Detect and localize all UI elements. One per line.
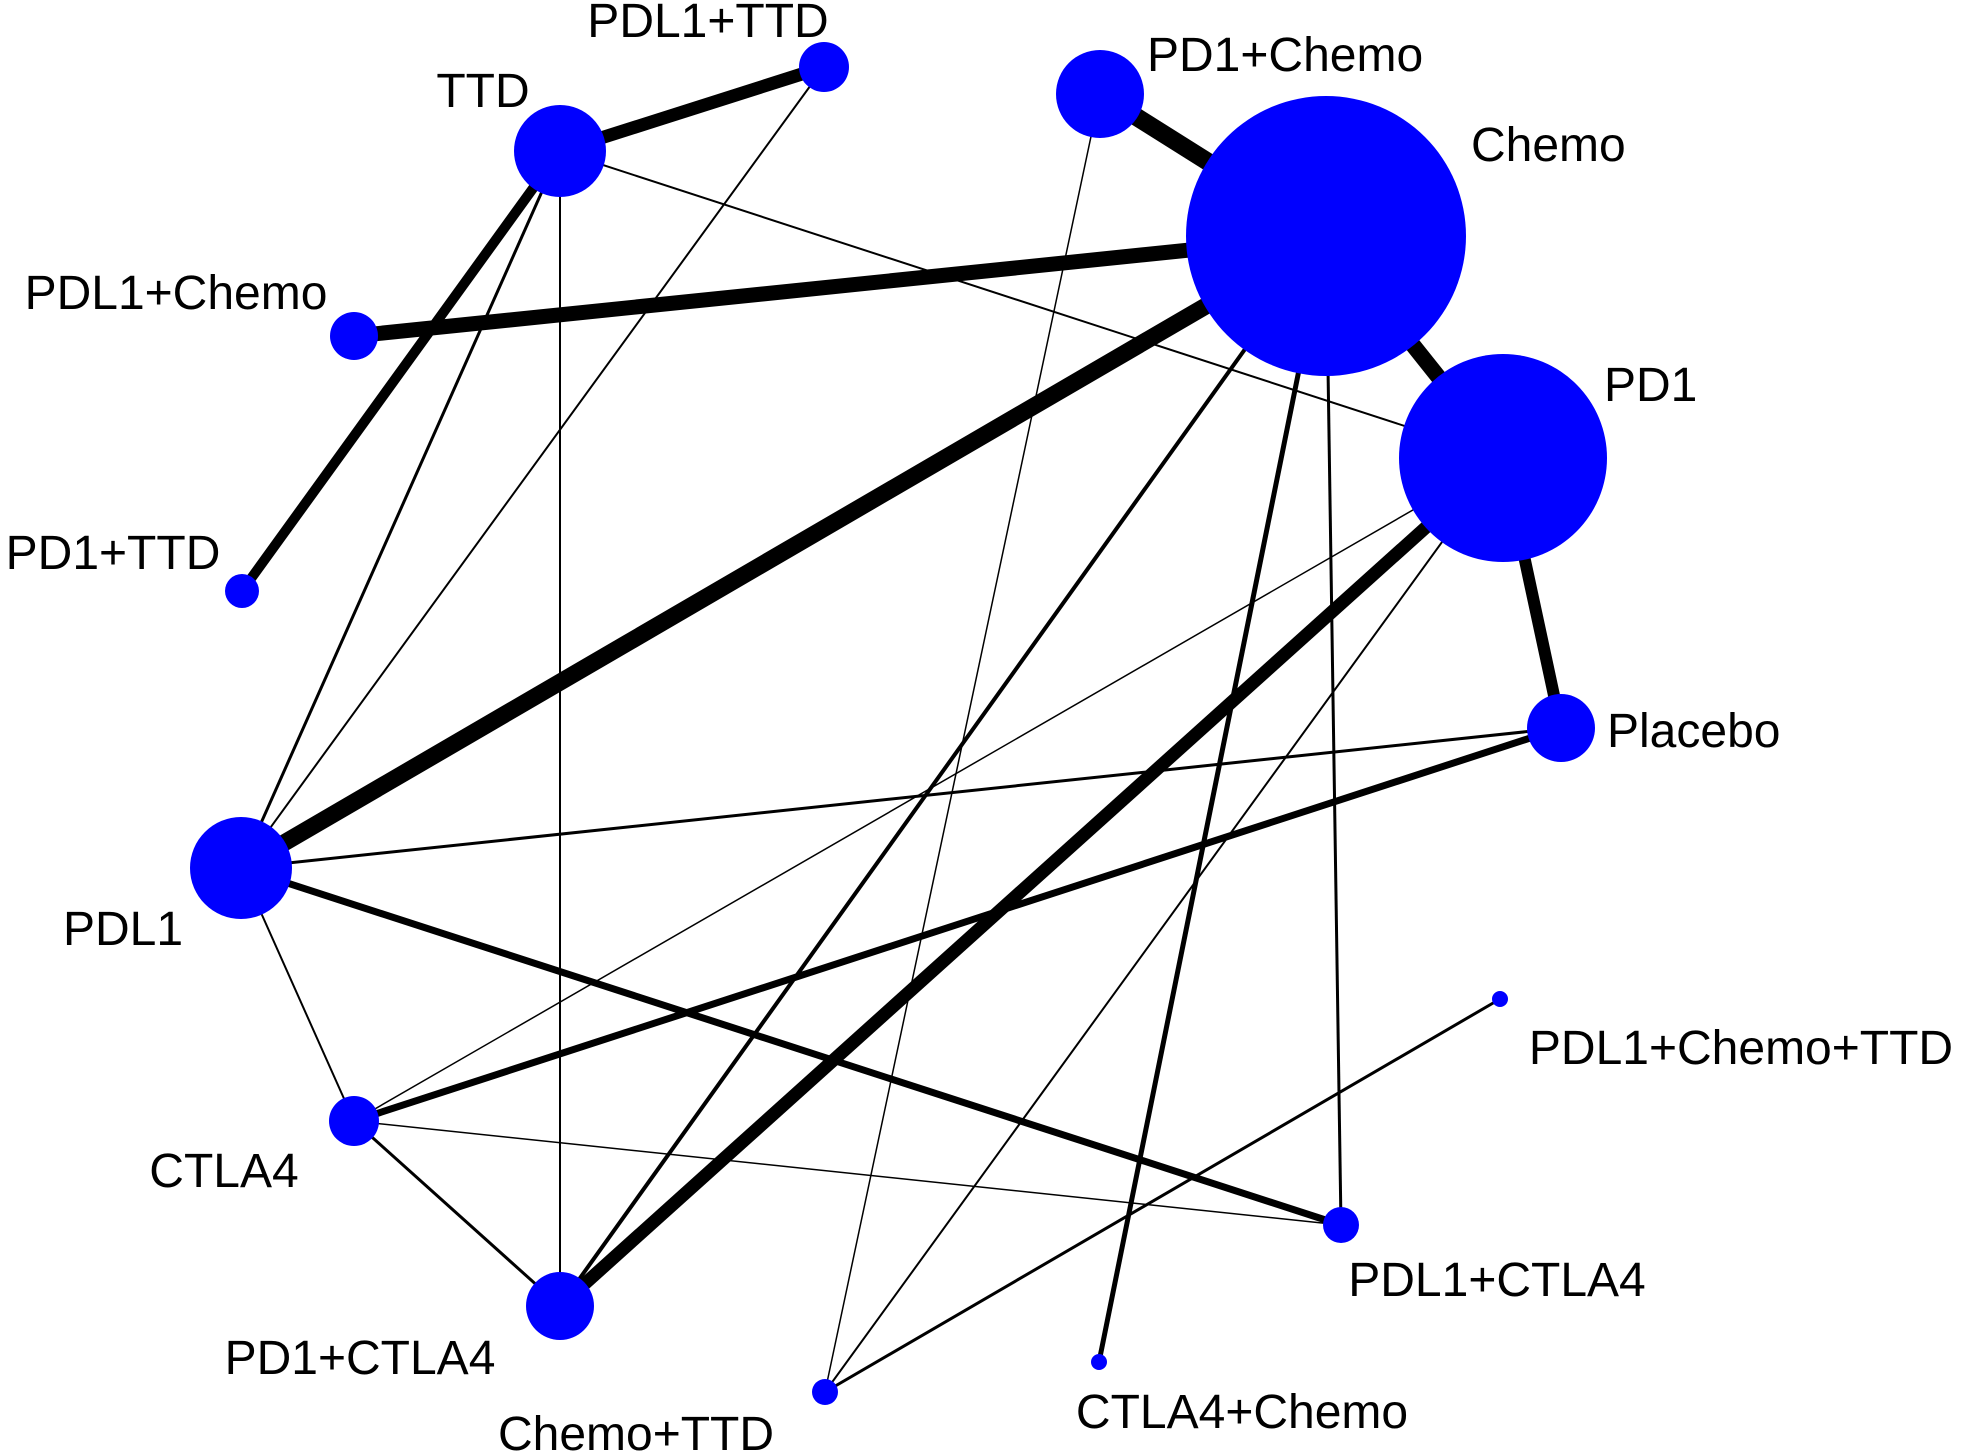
node-label-ctla4: CTLA4 bbox=[149, 1145, 298, 1198]
node-pd1 bbox=[1399, 354, 1607, 562]
node-label-pd1-plus-ctla4: PD1+CTLA4 bbox=[225, 1332, 496, 1385]
edge-pd1-to-chemo-plus-ttd bbox=[824, 457, 1504, 1393]
node-pdl1-plus-ctla4 bbox=[1323, 1207, 1359, 1243]
node-pdl1-plus-chemo-plus-ttd bbox=[1492, 991, 1508, 1007]
node-label-pdl1-plus-chemo-plus-ttd: PDL1+Chemo+TTD bbox=[1529, 1022, 1953, 1075]
edge-chemo-to-pd1-plus-ctla4 bbox=[558, 234, 1328, 1308]
node-label-placebo: Placebo bbox=[1607, 705, 1780, 758]
node-ctla4 bbox=[329, 1096, 379, 1146]
edge-ttd-to-pdl1-plus-ttd bbox=[558, 60, 826, 158]
node-label-pdl1-plus-ttd: PDL1+TTD bbox=[587, 0, 828, 48]
edge-pdl1-plus-ttd-to-pdl1 bbox=[240, 66, 825, 869]
edge-placebo-to-pdl1 bbox=[240, 726, 1562, 870]
node-label-chemo-plus-ttd: Chemo+TTD bbox=[498, 1408, 774, 1453]
edge-chemo-plus-ttd-to-pdl1-plus-chemo-plus-ttd bbox=[824, 997, 1501, 1394]
node-label-pdl1-plus-chemo: PDL1+Chemo bbox=[25, 267, 328, 320]
label-layer: PDL1+TTD TTD PD1+ChemoChemoPDL1+ChemoPD1PD… bbox=[6, 0, 1953, 1453]
node-ttd bbox=[514, 105, 606, 197]
node-layer bbox=[190, 42, 1607, 1405]
edge-chemo-to-pdl1-plus-chemo bbox=[353, 228, 1327, 344]
node-label-ctla4-plus-chemo: CTLA4+Chemo bbox=[1076, 1386, 1408, 1439]
node-label-pd1: PD1 bbox=[1604, 359, 1697, 412]
edge-placebo-to-ctla4 bbox=[352, 724, 1563, 1125]
node-placebo bbox=[1527, 694, 1595, 762]
node-label-pd1-plus-ttd: PD1+TTD bbox=[6, 527, 221, 580]
node-pdl1 bbox=[190, 817, 292, 919]
edge-ttd-to-pd1 bbox=[559, 150, 1504, 459]
node-pd1-plus-chemo bbox=[1056, 50, 1144, 138]
edge-chemo-to-pdl1 bbox=[236, 228, 1331, 876]
edge-ctla4-to-pd1-plus-ctla4 bbox=[352, 1119, 562, 1308]
node-chemo bbox=[1186, 96, 1466, 376]
node-label-pdl1-plus-ctla4: PDL1+CTLA4 bbox=[1348, 1254, 1646, 1307]
node-ctla4-plus-chemo bbox=[1091, 1354, 1107, 1370]
node-pd1-plus-ttd bbox=[225, 574, 259, 608]
node-pd1-plus-ctla4 bbox=[526, 1272, 594, 1340]
edge-ttd-to-pd1-plus-ttd bbox=[237, 148, 565, 594]
edge-ctla4-to-pdl1-plus-ctla4 bbox=[353, 1120, 1342, 1226]
edge-layer bbox=[236, 60, 1567, 1394]
node-label-pd1-plus-chemo: PD1+Chemo bbox=[1147, 29, 1423, 82]
node-label-chemo: Chemo bbox=[1471, 119, 1626, 172]
node-label-ttd: TTD bbox=[436, 65, 529, 118]
edge-chemo-to-pdl1-plus-ctla4 bbox=[1324, 235, 1343, 1226]
node-label-pdl1: PDL1 bbox=[63, 903, 183, 956]
node-pdl1-plus-ttd bbox=[799, 42, 849, 92]
node-chemo-plus-ttd bbox=[812, 1379, 838, 1405]
edge-pd1-to-ctla4 bbox=[353, 457, 1504, 1122]
edge-pd1-to-pd1-plus-ctla4 bbox=[555, 453, 1508, 1311]
edge-pdl1-to-pdl1-plus-ctla4 bbox=[239, 864, 1343, 1229]
edge-chemo-to-ctla4-plus-chemo bbox=[1096, 235, 1329, 1363]
node-pdl1-plus-chemo bbox=[330, 312, 378, 360]
edge-ttd-to-pdl1 bbox=[239, 150, 562, 869]
